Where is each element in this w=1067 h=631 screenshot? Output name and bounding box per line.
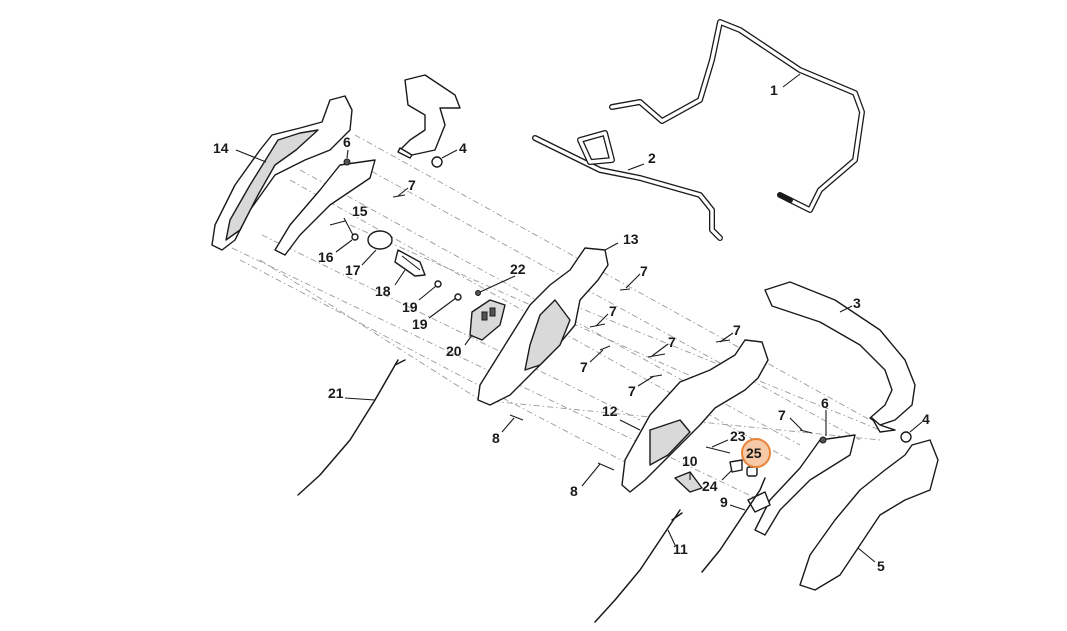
callout-18: 18 [375,283,391,299]
part-1-upper-handlebar [609,19,865,213]
callout-20: 20 [446,343,462,359]
highlight-marker [741,438,771,468]
part-10-clip [674,471,703,493]
callout-5: 5 [877,558,885,574]
callout-2: 2 [648,150,656,166]
part-5-right-cover [799,439,939,591]
part-13-center-cover [477,247,609,406]
callout-1: 1 [770,82,778,98]
callout-11: 11 [673,541,688,557]
part-12-right-cover [621,339,769,493]
part-14-left-cover [211,95,353,251]
callout-7: 7 [628,383,636,399]
part-17-knob [367,230,393,250]
callout-7: 7 [778,407,786,423]
callout-17: 17 [345,262,361,278]
callout-7: 7 [408,177,416,193]
part-9-cable-housing [747,491,771,513]
part-25-nut [746,466,758,477]
callout-12: 12 [602,403,618,419]
callout-9: 9 [720,494,728,510]
callout-4: 4 [459,140,467,156]
part-11-cable [594,509,683,623]
callout-13: 13 [623,231,639,247]
part-23-screw [705,446,731,454]
callout-19: 19 [402,299,418,315]
callout-24: 24 [702,478,718,494]
callout-16: 16 [318,249,334,265]
part-21-cable [297,359,406,496]
screws [329,156,912,471]
part-18-bolt [394,249,426,277]
callout-15: 15 [352,203,368,219]
callout-8: 8 [570,483,578,499]
left-side-bar [274,159,376,256]
part-3-handle-tube [764,281,916,433]
callout-8: 8 [492,430,500,446]
callout-leaders [235,73,923,563]
callout-7: 7 [580,359,588,375]
callout-25: 25 [746,445,762,461]
callout-22: 22 [510,261,526,277]
callout-19: 19 [412,316,428,332]
callout-14: 14 [213,140,229,156]
part-2-control-bar [532,130,723,241]
callout-10: 10 [682,453,698,469]
left-top-bracket [397,74,461,159]
callout-4: 4 [922,411,930,427]
part-9-cable [701,477,766,573]
right-side-bar [754,434,856,536]
callout-labels: 1 2 3 4 4 5 6 6 7 7 7 7 7 7 7 7 7 8 8 9 … [213,82,930,574]
part-24-cap [729,459,743,473]
part-20-latch [469,299,506,341]
callout-7: 7 [668,334,676,350]
callout-7: 7 [733,322,741,338]
callout-6: 6 [343,134,351,150]
callout-3: 3 [853,295,861,311]
callout-23: 23 [730,428,746,444]
callout-21: 21 [328,385,344,401]
callout-7: 7 [640,263,648,279]
callout-7: 7 [609,303,617,319]
callout-6: 6 [821,395,829,411]
